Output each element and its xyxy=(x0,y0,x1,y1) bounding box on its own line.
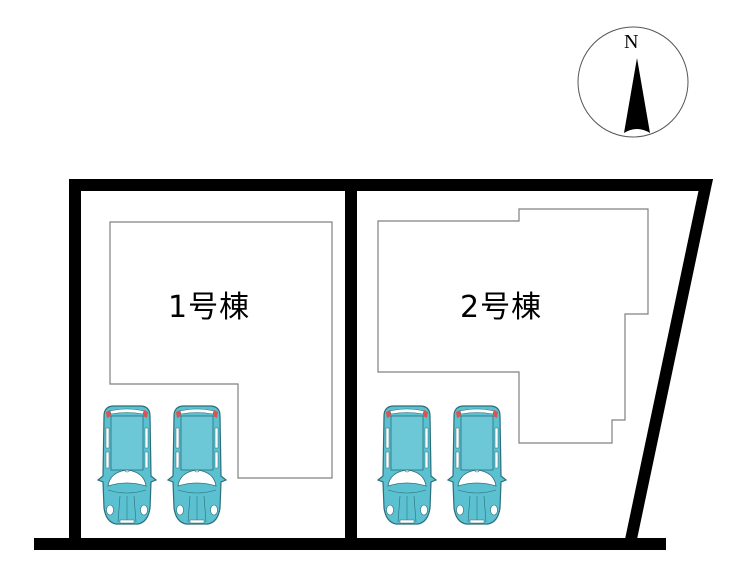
car-icon xyxy=(447,405,507,525)
compass xyxy=(577,26,689,138)
building-2-outline xyxy=(377,208,649,444)
site-boundary xyxy=(34,179,713,550)
building-2-label: 2号棟 xyxy=(460,290,543,325)
car-icon xyxy=(97,405,157,525)
car-icon xyxy=(377,405,437,525)
building-1-label: 1号棟 xyxy=(168,290,251,325)
compass-north-label: N xyxy=(624,31,639,53)
building-1-outline xyxy=(109,221,333,479)
north-arrow-icon xyxy=(624,58,650,133)
car-icon xyxy=(167,405,227,525)
